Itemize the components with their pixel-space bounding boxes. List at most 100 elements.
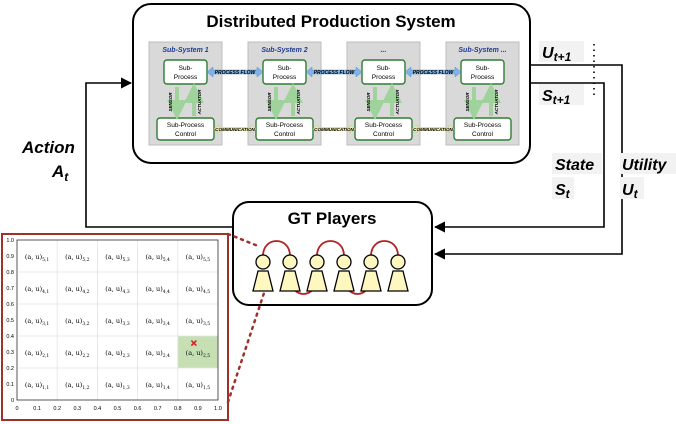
y-tick-label: 0.8 — [6, 270, 14, 276]
s-next-label: St+1 — [542, 88, 571, 107]
cell-label-index: 1,4 — [163, 385, 170, 391]
cell-label: (a, u)1,5 — [186, 381, 211, 391]
dps-title: Distributed Production System — [206, 12, 455, 31]
process-flow-arrow — [206, 66, 264, 78]
cell-label-index: 1,3 — [123, 385, 130, 391]
cell-label: (a, u)5,5 — [186, 253, 211, 263]
action-arrow — [85, 77, 233, 228]
cell-label-index: 2,5 — [203, 353, 210, 359]
cell-label-main: (a, u) — [65, 285, 83, 293]
control-text-2: Control — [175, 131, 197, 138]
cell-label-main: (a, u) — [105, 317, 123, 325]
cell-label: (a, u)1,4 — [145, 381, 170, 391]
cell-label-index: 3,5 — [203, 321, 210, 327]
cell-label-main: (a, u) — [65, 349, 83, 357]
x-tick-label: 0.1 — [33, 406, 41, 412]
player-icon — [279, 254, 301, 292]
player-body — [279, 270, 301, 292]
sensor-label: SENSOR — [366, 92, 371, 112]
cell-label-index: 4,5 — [203, 289, 210, 295]
cell-label: (a, u)2,4 — [145, 349, 170, 359]
control-text-2: Control — [274, 131, 296, 138]
sensor-label: SENSOR — [267, 92, 272, 112]
sub-process-text-1: Sub- — [377, 65, 391, 72]
y-tick-label: 0 — [11, 398, 14, 404]
x-tick-label: 0.8 — [174, 406, 182, 412]
subsystem-panel: Sub-System 2Sub-ProcessSub-ProcessContro… — [247, 41, 322, 146]
subsystems: Sub-System 1Sub-ProcessSub-ProcessContro… — [148, 41, 520, 146]
player-link — [316, 240, 345, 257]
cell-label-index: 4,2 — [82, 289, 89, 295]
position-marker — [190, 339, 197, 347]
player-icon — [387, 254, 409, 292]
player-icon — [333, 254, 355, 292]
communication-label: COMMUNICATION — [215, 127, 255, 132]
cell-label: (a, u)3,5 — [186, 317, 211, 327]
player-head — [309, 254, 325, 270]
y-tick-label: 0.4 — [6, 334, 14, 340]
action-sub-text: t — [64, 170, 69, 184]
cell-label-index: 3,2 — [82, 321, 89, 327]
communication-label: COMMUNICATION — [413, 127, 453, 132]
process-flow-arrow — [404, 66, 462, 78]
player-head — [255, 254, 271, 270]
player-link — [370, 240, 399, 257]
cell-label-index: 4,3 — [123, 289, 130, 295]
sub-process-text-2: Process — [273, 74, 297, 81]
cell-label-main: (a, u) — [145, 349, 163, 357]
player-body — [387, 270, 409, 292]
cell-label-main: (a, u) — [25, 285, 43, 293]
grid-frame — [1, 233, 229, 421]
u-next-sym: U — [542, 45, 554, 62]
cell-label-main: (a, u) — [186, 253, 204, 261]
u-next-label: Ut+1 — [542, 45, 572, 64]
cell-label-main: (a, u) — [105, 285, 123, 293]
s-next-sym: S — [542, 88, 553, 105]
cell-label: (a, u)2,5 — [186, 349, 211, 359]
x-tick-label: 0.3 — [73, 406, 81, 412]
process-flow-arrow — [305, 66, 363, 78]
communication-arrow — [411, 124, 455, 134]
player-head — [363, 254, 379, 270]
sensor-label: SENSOR — [465, 92, 470, 112]
control-text-1: Sub-Process — [266, 122, 304, 129]
player-body — [306, 270, 328, 292]
cell-label-index: 5,4 — [163, 257, 170, 263]
signal-labels: Action At Ut+1 St+1 State St Utility Ut — [21, 41, 676, 201]
connector-bottom — [226, 288, 267, 404]
cell-label-main: (a, u) — [186, 381, 204, 389]
cell-label: (a, u)3,3 — [105, 317, 130, 327]
player-head — [390, 254, 406, 270]
actuator-label: ACTUATOR — [494, 89, 499, 116]
cell-label-index: 4,4 — [163, 289, 170, 295]
state-sym-text: S — [555, 182, 566, 199]
cell-label-main: (a, u) — [145, 381, 163, 389]
control-text-1: Sub-Process — [167, 122, 205, 129]
cell-label: (a, u)5,4 — [145, 253, 170, 263]
x-tick-label: 0.2 — [53, 406, 61, 412]
subsystem-title: Sub-System ... — [458, 47, 506, 54]
subsystem-panel: Sub-System ...Sub-ProcessSub-ProcessCont… — [445, 41, 520, 146]
distributed-production-system: Distributed Production System Sub-System… — [132, 3, 531, 164]
cell-label-main: (a, u) — [65, 381, 83, 389]
player-head — [336, 254, 352, 270]
player-group — [252, 240, 409, 295]
cell-label: (a, u)4,1 — [25, 285, 50, 295]
cell-label-main: (a, u) — [145, 285, 163, 293]
utility-sym-text: U — [622, 182, 634, 199]
cell-label: (a, u)4,4 — [145, 285, 170, 295]
x-tick-label: 0.9 — [194, 406, 202, 412]
player-head — [282, 254, 298, 270]
actuator-label: ACTUATOR — [197, 89, 202, 116]
player-icon — [252, 254, 274, 292]
cell-label: (a, u)3,4 — [145, 317, 170, 327]
cell-label-main: (a, u) — [105, 253, 123, 261]
cell-label-main: (a, u) — [25, 349, 43, 357]
cell-label: (a, u)3,1 — [25, 317, 50, 327]
sub-process-text-2: Process — [174, 74, 198, 81]
state-arrow — [433, 82, 605, 233]
y-tick-label: 0.2 — [6, 366, 14, 372]
